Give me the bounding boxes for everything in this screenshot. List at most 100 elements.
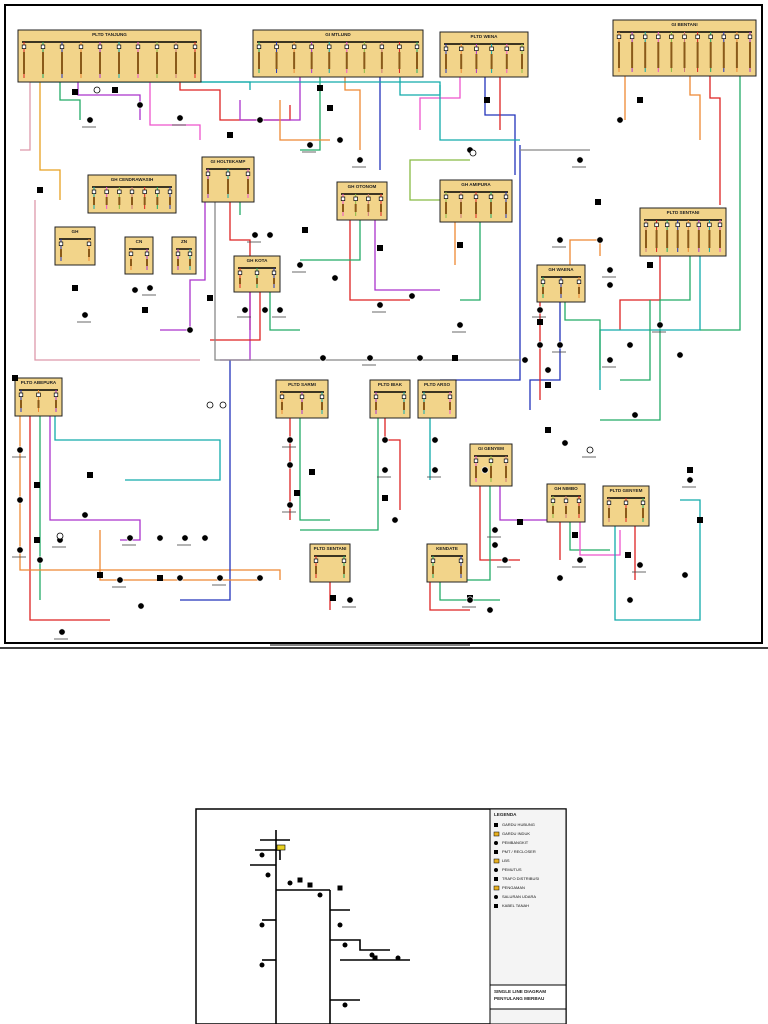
bay-label-strip (505, 202, 507, 214)
breaker-symbol (503, 194, 509, 199)
bay-label-strip (273, 278, 275, 284)
substation-gh-zn: ZN (171, 236, 197, 275)
switch-symbol (637, 97, 643, 103)
bay-label-strip (88, 249, 90, 257)
transformer-symbol (286, 461, 294, 469)
substation-name: PLTD TANJUNG (92, 32, 127, 37)
switch-symbol (97, 572, 103, 578)
legend-swatch (494, 850, 498, 854)
legend-label: LBS (502, 858, 510, 863)
transformer-symbol (201, 534, 209, 542)
transformer-symbol (136, 101, 144, 109)
breaker-symbol (78, 44, 84, 49)
bay-label-strip (118, 52, 120, 74)
transformer-symbol (331, 274, 339, 282)
legend-item: GARDU INDUK (493, 831, 530, 837)
legend-item: PEMBANGKIT (494, 840, 529, 845)
bay-label-strip (343, 566, 345, 574)
transformer-symbol (561, 439, 569, 447)
bay-label-strip (301, 402, 303, 410)
bay-label-strip (560, 287, 562, 294)
feeder-line (300, 77, 321, 151)
inset-node (287, 880, 293, 886)
breaker-symbol (623, 500, 629, 505)
breaker-symbol (237, 270, 243, 275)
bay-label-strip (156, 197, 159, 205)
substation-box (252, 29, 424, 78)
switch-symbol (545, 382, 551, 388)
substation-box (336, 181, 388, 221)
bay-label-strip (169, 197, 171, 205)
bay-label-strip (42, 52, 44, 74)
substation-name: GI GENYEM (478, 446, 504, 451)
breaker-symbol (353, 196, 358, 201)
transformer-symbol (176, 114, 184, 122)
bay-label-strip (55, 400, 57, 408)
switch-symbol (37, 187, 43, 193)
inset-node (265, 872, 271, 878)
transformer-symbol (556, 236, 564, 244)
bay-label-strip (354, 204, 357, 212)
bay-label-strip (432, 566, 434, 574)
breaker-symbol (606, 500, 612, 505)
transformer-symbol (216, 574, 224, 582)
substation-name: GH KOTA (247, 258, 269, 263)
transformer-symbol (366, 354, 374, 362)
bay-label-strip (93, 197, 95, 205)
breaker-symbol (682, 34, 687, 39)
substation-name: GI HOLTEKAMP (211, 159, 246, 164)
bay-label-strip (143, 197, 146, 205)
transformer-symbol (391, 516, 399, 524)
switch-symbol (227, 132, 233, 138)
bay-label-strip (380, 52, 383, 69)
breaker-symbol (155, 189, 160, 194)
bay-label-strip (683, 42, 686, 68)
feeder-line (59, 82, 81, 120)
legend-label: GARDU HUBUNG (502, 822, 535, 827)
transformer-symbol (261, 306, 269, 314)
transformer-symbol (36, 556, 44, 564)
transformer-symbol (256, 574, 264, 582)
title-block (489, 984, 567, 1010)
bay-label-strip (719, 230, 721, 248)
breaker-symbol (443, 194, 449, 199)
breaker-symbol (643, 34, 648, 39)
legend-title: LEGENDA (494, 812, 517, 817)
transformer-symbol (16, 446, 24, 454)
transformer-symbol (606, 356, 614, 364)
breaker-symbol (643, 222, 649, 227)
bay-label-strip (310, 52, 313, 69)
substation-name: PLTD WENA (471, 34, 499, 39)
inset-node (342, 942, 348, 948)
substation-name: PLTD GENYEM (610, 488, 643, 493)
substation-box (639, 207, 727, 257)
breaker-symbol (443, 46, 449, 51)
transformer-symbol (656, 321, 664, 329)
bay-label-strip (177, 259, 179, 266)
feeder-line (439, 582, 500, 601)
breaker-symbol (59, 44, 65, 49)
feeder-line (54, 416, 221, 481)
bay-label-strip (105, 197, 108, 205)
breaker-symbol (36, 392, 41, 397)
transformer-symbol (536, 341, 544, 349)
transformer-symbol (491, 541, 499, 549)
switch-symbol (87, 472, 93, 478)
substation-name: CN (136, 239, 143, 244)
substation-pltd-sentani-2: PLTD SENTANI (309, 543, 351, 583)
substation-name: PLTD BIAK (378, 382, 403, 387)
legend-item: TRAFO DISTRIBUSI (494, 876, 539, 881)
transformer-symbol (631, 411, 639, 419)
bay-label-strip (239, 278, 241, 284)
bay-label-strip (342, 204, 344, 212)
legend-item: PENGAMAN (493, 885, 525, 891)
bay-label-strip (445, 54, 447, 69)
breaker-symbol (421, 394, 427, 399)
substation-pltd-biak: PLTD BIAK (369, 379, 411, 419)
legend-item: PMT / RECLOSER (494, 849, 536, 854)
feeder-line (29, 416, 110, 621)
bay-label-strip (505, 466, 507, 478)
switch-symbol (382, 495, 388, 501)
